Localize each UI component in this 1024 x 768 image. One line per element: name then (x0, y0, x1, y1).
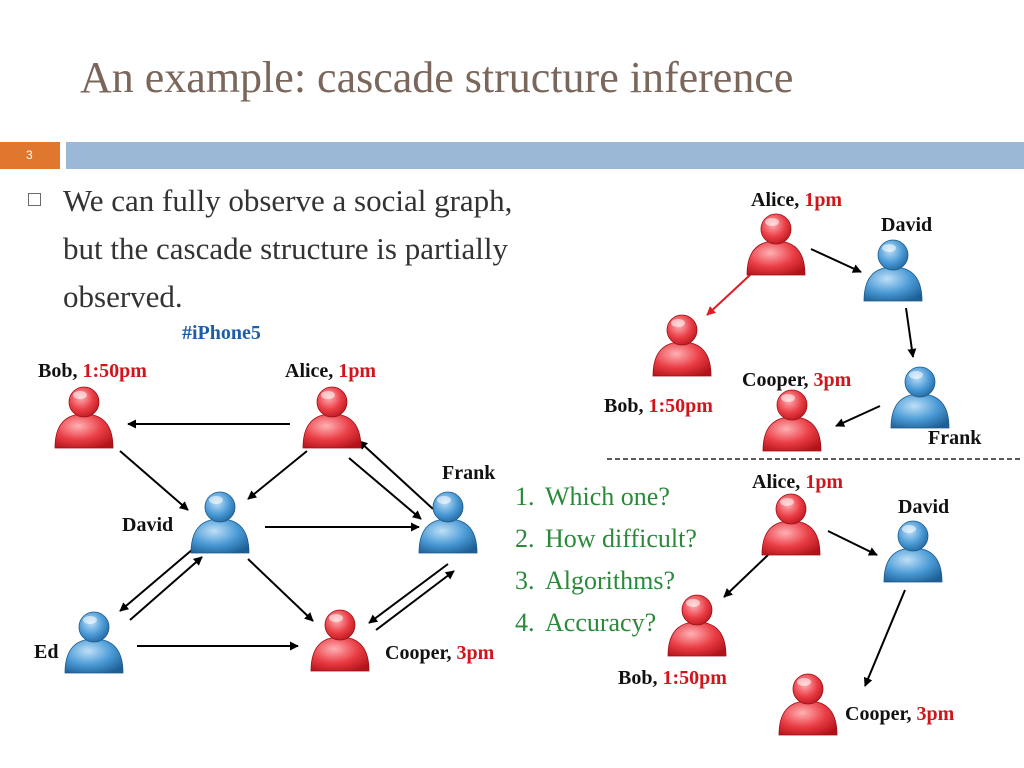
person-david-label: David (122, 514, 173, 536)
person-frank-icon (890, 366, 950, 429)
person-bob-icon (54, 386, 114, 449)
edge-alice-to-bob (706, 274, 751, 316)
edge-alice-to-david (827, 530, 878, 556)
edge-bob-to-david (119, 450, 189, 511)
question-text: Accuracy? (545, 608, 657, 637)
person-cooper-icon (778, 673, 838, 736)
person-david-label: David (898, 496, 949, 518)
person-alice-time: 1pm (333, 360, 376, 382)
person-cooper-time: 3pm (451, 642, 494, 664)
person-cooper-time: 3pm (808, 369, 851, 391)
person-ed-label: Ed (34, 641, 58, 663)
person-david-icon (863, 239, 923, 302)
title-bar (66, 142, 1024, 169)
person-cooper-label: Cooper, 3pm (742, 369, 852, 391)
person-bob-icon (652, 314, 712, 377)
bullet-text: We can fully observe a social graph, but… (63, 183, 513, 314)
edge-ed-to-david (129, 556, 203, 621)
question-number: 1. (515, 482, 535, 511)
person-cooper-label: Cooper, 3pm (845, 703, 955, 725)
person-alice-icon (302, 386, 362, 449)
person-alice-time: 1pm (799, 189, 842, 211)
bullet-square-icon (28, 193, 41, 206)
person-cooper-icon (310, 609, 370, 672)
person-alice-label: Alice, 1pm (752, 471, 843, 493)
person-bob-time: 1:50pm (643, 395, 713, 417)
question-item: 4. Accuracy? (515, 602, 697, 644)
person-alice-time: 1pm (800, 471, 843, 493)
question-number: 4. (515, 608, 535, 637)
person-bob-label: Bob, 1:50pm (604, 395, 713, 417)
question-list: 1. Which one? 2. How difficult? 3. Algorith… (515, 476, 697, 644)
slide-number: 3 (0, 142, 60, 169)
slide-title: An example: cascade structure inference (80, 53, 794, 102)
person-alice-icon (761, 493, 821, 556)
edge-david-to-ed (119, 548, 194, 612)
person-cooper-label: Cooper, 3pm (385, 642, 495, 664)
edge-cooper-to-frank (375, 570, 455, 631)
edge-david-to-frank (905, 307, 917, 358)
person-cooper-time: 3pm (911, 703, 954, 725)
person-bob-label: Bob, 1:50pm (38, 360, 147, 382)
person-bob-label: Bob, 1:50pm (618, 667, 727, 689)
edge-frank-to-cooper (368, 563, 449, 624)
person-alice-label: Alice, 1pm (751, 189, 842, 211)
person-bob-time: 1:50pm (77, 360, 147, 382)
edge-frank-to-cooper (835, 405, 881, 427)
person-bob-time: 1:50pm (657, 667, 727, 689)
edge-alice-to-frank (348, 457, 422, 520)
person-david-icon (883, 520, 943, 583)
person-david-label: David (881, 214, 932, 236)
edge-frank-to-alice (358, 440, 434, 510)
question-text: Algorithms? (545, 566, 675, 595)
person-cooper-icon (762, 389, 822, 452)
edge-alice-to-bob (723, 554, 769, 598)
person-frank-icon (418, 491, 478, 554)
person-david-icon (190, 491, 250, 554)
question-text: Which one? (545, 482, 670, 511)
edge-alice-to-david (247, 450, 308, 500)
question-number: 3. (515, 566, 535, 595)
person-alice-label: Alice, 1pm (285, 360, 376, 382)
question-item: 1. Which one? (515, 476, 697, 518)
person-bob-icon (667, 594, 727, 657)
person-frank-label: Frank (442, 462, 496, 484)
question-number: 2. (515, 524, 535, 553)
question-text: How difficult? (545, 524, 697, 553)
person-frank-label: Frank (928, 427, 982, 449)
edge-alice-to-david (810, 248, 862, 273)
question-item: 2. How difficult? (515, 518, 697, 560)
person-alice-icon (746, 213, 806, 276)
edge-david-to-cooper (247, 558, 314, 622)
question-item: 3. Algorithms? (515, 560, 697, 602)
edge-david-to-cooper (863, 589, 906, 687)
hashtag-label: #iPhone5 (182, 322, 261, 344)
person-ed-icon (64, 611, 124, 674)
